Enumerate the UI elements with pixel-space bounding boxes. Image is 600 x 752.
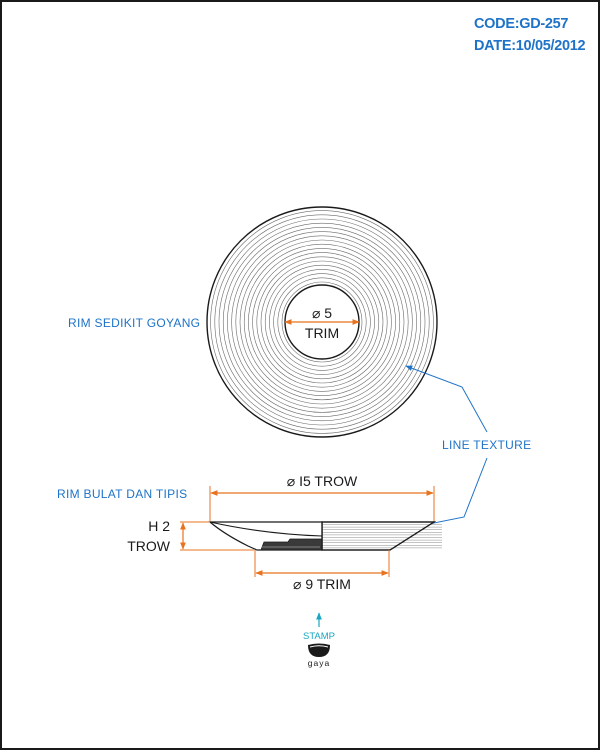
texture-ring xyxy=(252,252,392,392)
brand-label: gaya xyxy=(308,658,330,668)
texture-ring xyxy=(264,264,380,380)
texture-ring xyxy=(277,277,367,367)
outer-diameter-label: ⌀ I5 TROW xyxy=(287,473,358,489)
header-date: DATE:10/05/2012 xyxy=(474,38,586,54)
texture-ring xyxy=(243,243,401,401)
rim-note-label: RIM SEDIKIT GOYANG xyxy=(68,316,200,330)
texture-ring xyxy=(210,210,434,434)
texture-ring xyxy=(231,231,413,413)
rim-profile-note-label: RIM BULAT DAN TIPIS xyxy=(57,487,187,501)
texture-ring xyxy=(248,248,396,396)
texture-ring xyxy=(214,214,430,430)
side-view-profile xyxy=(208,521,442,551)
line-texture-arrow-side xyxy=(398,457,488,532)
base-diameter-label: ⌀ 9 TRIM xyxy=(293,576,351,592)
line-texture-arrow-top xyxy=(405,365,488,433)
inner-diameter-label: ⌀ 5 xyxy=(312,305,332,321)
texture-ring xyxy=(256,256,388,388)
stamp-label: STAMP xyxy=(303,631,335,642)
texture-ring xyxy=(281,281,363,363)
header-code: CODE:GD-257 xyxy=(474,16,569,32)
texture-ring xyxy=(227,227,417,417)
gaya-logo-icon xyxy=(308,643,330,657)
height-value-label: H 2 xyxy=(148,518,170,534)
line-texture-rings xyxy=(210,210,434,434)
texture-ring xyxy=(260,260,384,384)
texture-ring xyxy=(222,222,422,422)
texture-ring xyxy=(239,239,405,405)
profile-outer-half xyxy=(321,521,437,551)
inner-finish-label: TRIM xyxy=(305,325,339,341)
top-view-plate: ⌀ 5 TRIM xyxy=(206,206,438,438)
texture-ring xyxy=(273,273,371,371)
texture-ring xyxy=(269,269,375,375)
texture-ring xyxy=(218,218,426,426)
line-texture-label: LINE TEXTURE xyxy=(442,438,531,452)
texture-ring xyxy=(235,235,409,409)
height-finish-label: TROW xyxy=(127,538,171,554)
